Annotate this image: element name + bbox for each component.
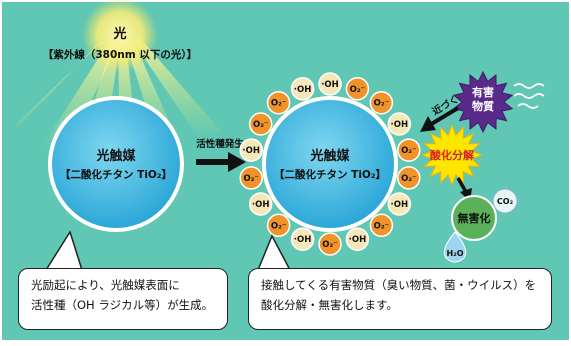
active-species-label: O₂⁻ xyxy=(253,120,268,130)
active-species-label: ·OH xyxy=(252,200,270,210)
catalyst-left-formula: 【二酸化チタン TiO₂】 xyxy=(60,168,172,181)
catalyst-right-formula: 【二酸化チタン TiO₂】 xyxy=(274,168,386,181)
callout-right: 接触してくる有害物質（臭い物質、菌・ウイルス）を 酸化分解・無害化します。 xyxy=(248,268,552,330)
superoxide-bead xyxy=(369,90,394,115)
active-species-label: ·OH xyxy=(391,120,409,130)
active-species-label: O₂⁻ xyxy=(271,99,286,109)
superoxide-bead xyxy=(345,77,370,101)
callout-right-line1: 接触してくる有害物質（臭い物質、菌・ウイルス）を xyxy=(261,278,537,292)
superoxide-bead xyxy=(369,213,394,238)
harmless-ball xyxy=(451,195,497,241)
sun-glow xyxy=(82,0,158,73)
active-species-ring: ·OH O₂⁻ O₂⁻ ·OH O₂⁻ O₂⁻ ·OH O₂⁻ ·OH O₂⁻ ·OH O₂⁻ ·OH O… xyxy=(239,72,421,256)
active-species-label: O₂⁻ xyxy=(243,174,258,184)
active-species-label: ·OH xyxy=(321,80,339,90)
oxidative-decomposition: 酸化分解 xyxy=(420,123,484,187)
hydroxyl-bead xyxy=(387,192,412,216)
active-species-label: O₂⁻ xyxy=(374,99,389,109)
hydroxyl-bead xyxy=(248,192,273,216)
light-subtitle: 【紫外線（380nm 以下の光）】 xyxy=(43,48,197,61)
approach-arrow xyxy=(420,106,460,132)
hydroxyl-bead xyxy=(318,72,342,96)
active-species-label: ·OH xyxy=(242,146,260,156)
odor-waves-icon xyxy=(513,83,545,109)
superoxide-bead xyxy=(397,138,421,162)
callout-left-line2: 活性種（OH ラジカル等）が生成。 xyxy=(31,298,214,312)
superoxide-bead xyxy=(266,90,291,115)
superoxide-bead xyxy=(318,232,342,256)
hydroxyl-bead xyxy=(290,77,315,101)
h2o-label: H₂O xyxy=(447,249,464,258)
activation-label: 活性種発生 xyxy=(196,138,244,150)
hydroxyl-bead xyxy=(345,227,370,251)
harmful-substance: 有害 物質 xyxy=(452,70,514,134)
harmless-label: 無害化 xyxy=(458,211,491,225)
superoxide-bead xyxy=(266,213,291,238)
active-species-label: O₂⁻ xyxy=(401,174,416,184)
co2-bubble xyxy=(492,188,518,214)
catalyst-left xyxy=(48,96,184,232)
active-species-label: O₂⁻ xyxy=(401,146,416,156)
active-species-label: O₂⁻ xyxy=(374,221,389,231)
harmful-line2: 物質 xyxy=(472,99,494,113)
activation-arrow xyxy=(196,152,246,172)
catalyst-right xyxy=(262,96,398,232)
active-species-label: ·OH xyxy=(294,235,312,245)
hydroxyl-bead xyxy=(387,112,412,136)
active-species-label: O₂⁻ xyxy=(350,85,365,95)
hydroxyl-bead xyxy=(239,138,263,162)
callout-right-line2: 酸化分解・無害化します。 xyxy=(261,298,398,312)
harmful-line1: 有害 xyxy=(472,85,494,99)
catalyst-left-name: 光触媒 xyxy=(95,148,136,164)
co2-label: CO₂ xyxy=(497,197,514,206)
decompose-label: 酸化分解 xyxy=(430,148,474,162)
superoxide-bead xyxy=(239,166,263,190)
light-title: 光 xyxy=(112,26,126,42)
catalyst-right-name: 光触媒 xyxy=(309,148,350,164)
water-droplet-icon xyxy=(443,231,467,263)
callout-left-line1: 光励起により、光触媒表面に xyxy=(31,278,180,292)
superoxide-bead xyxy=(248,112,273,136)
callout-left: 光励起により、光触媒表面に 活性種（OH ラジカル等）が生成。 xyxy=(18,268,228,330)
hydroxyl-bead xyxy=(290,227,315,251)
superoxide-bead xyxy=(397,166,421,190)
active-species-label: O₂⁻ xyxy=(322,240,337,250)
active-species-label: ·OH xyxy=(391,200,409,210)
active-species-label: ·OH xyxy=(294,85,312,95)
active-species-label: ·OH xyxy=(349,235,367,245)
active-species-label: O₂⁻ xyxy=(271,221,286,231)
